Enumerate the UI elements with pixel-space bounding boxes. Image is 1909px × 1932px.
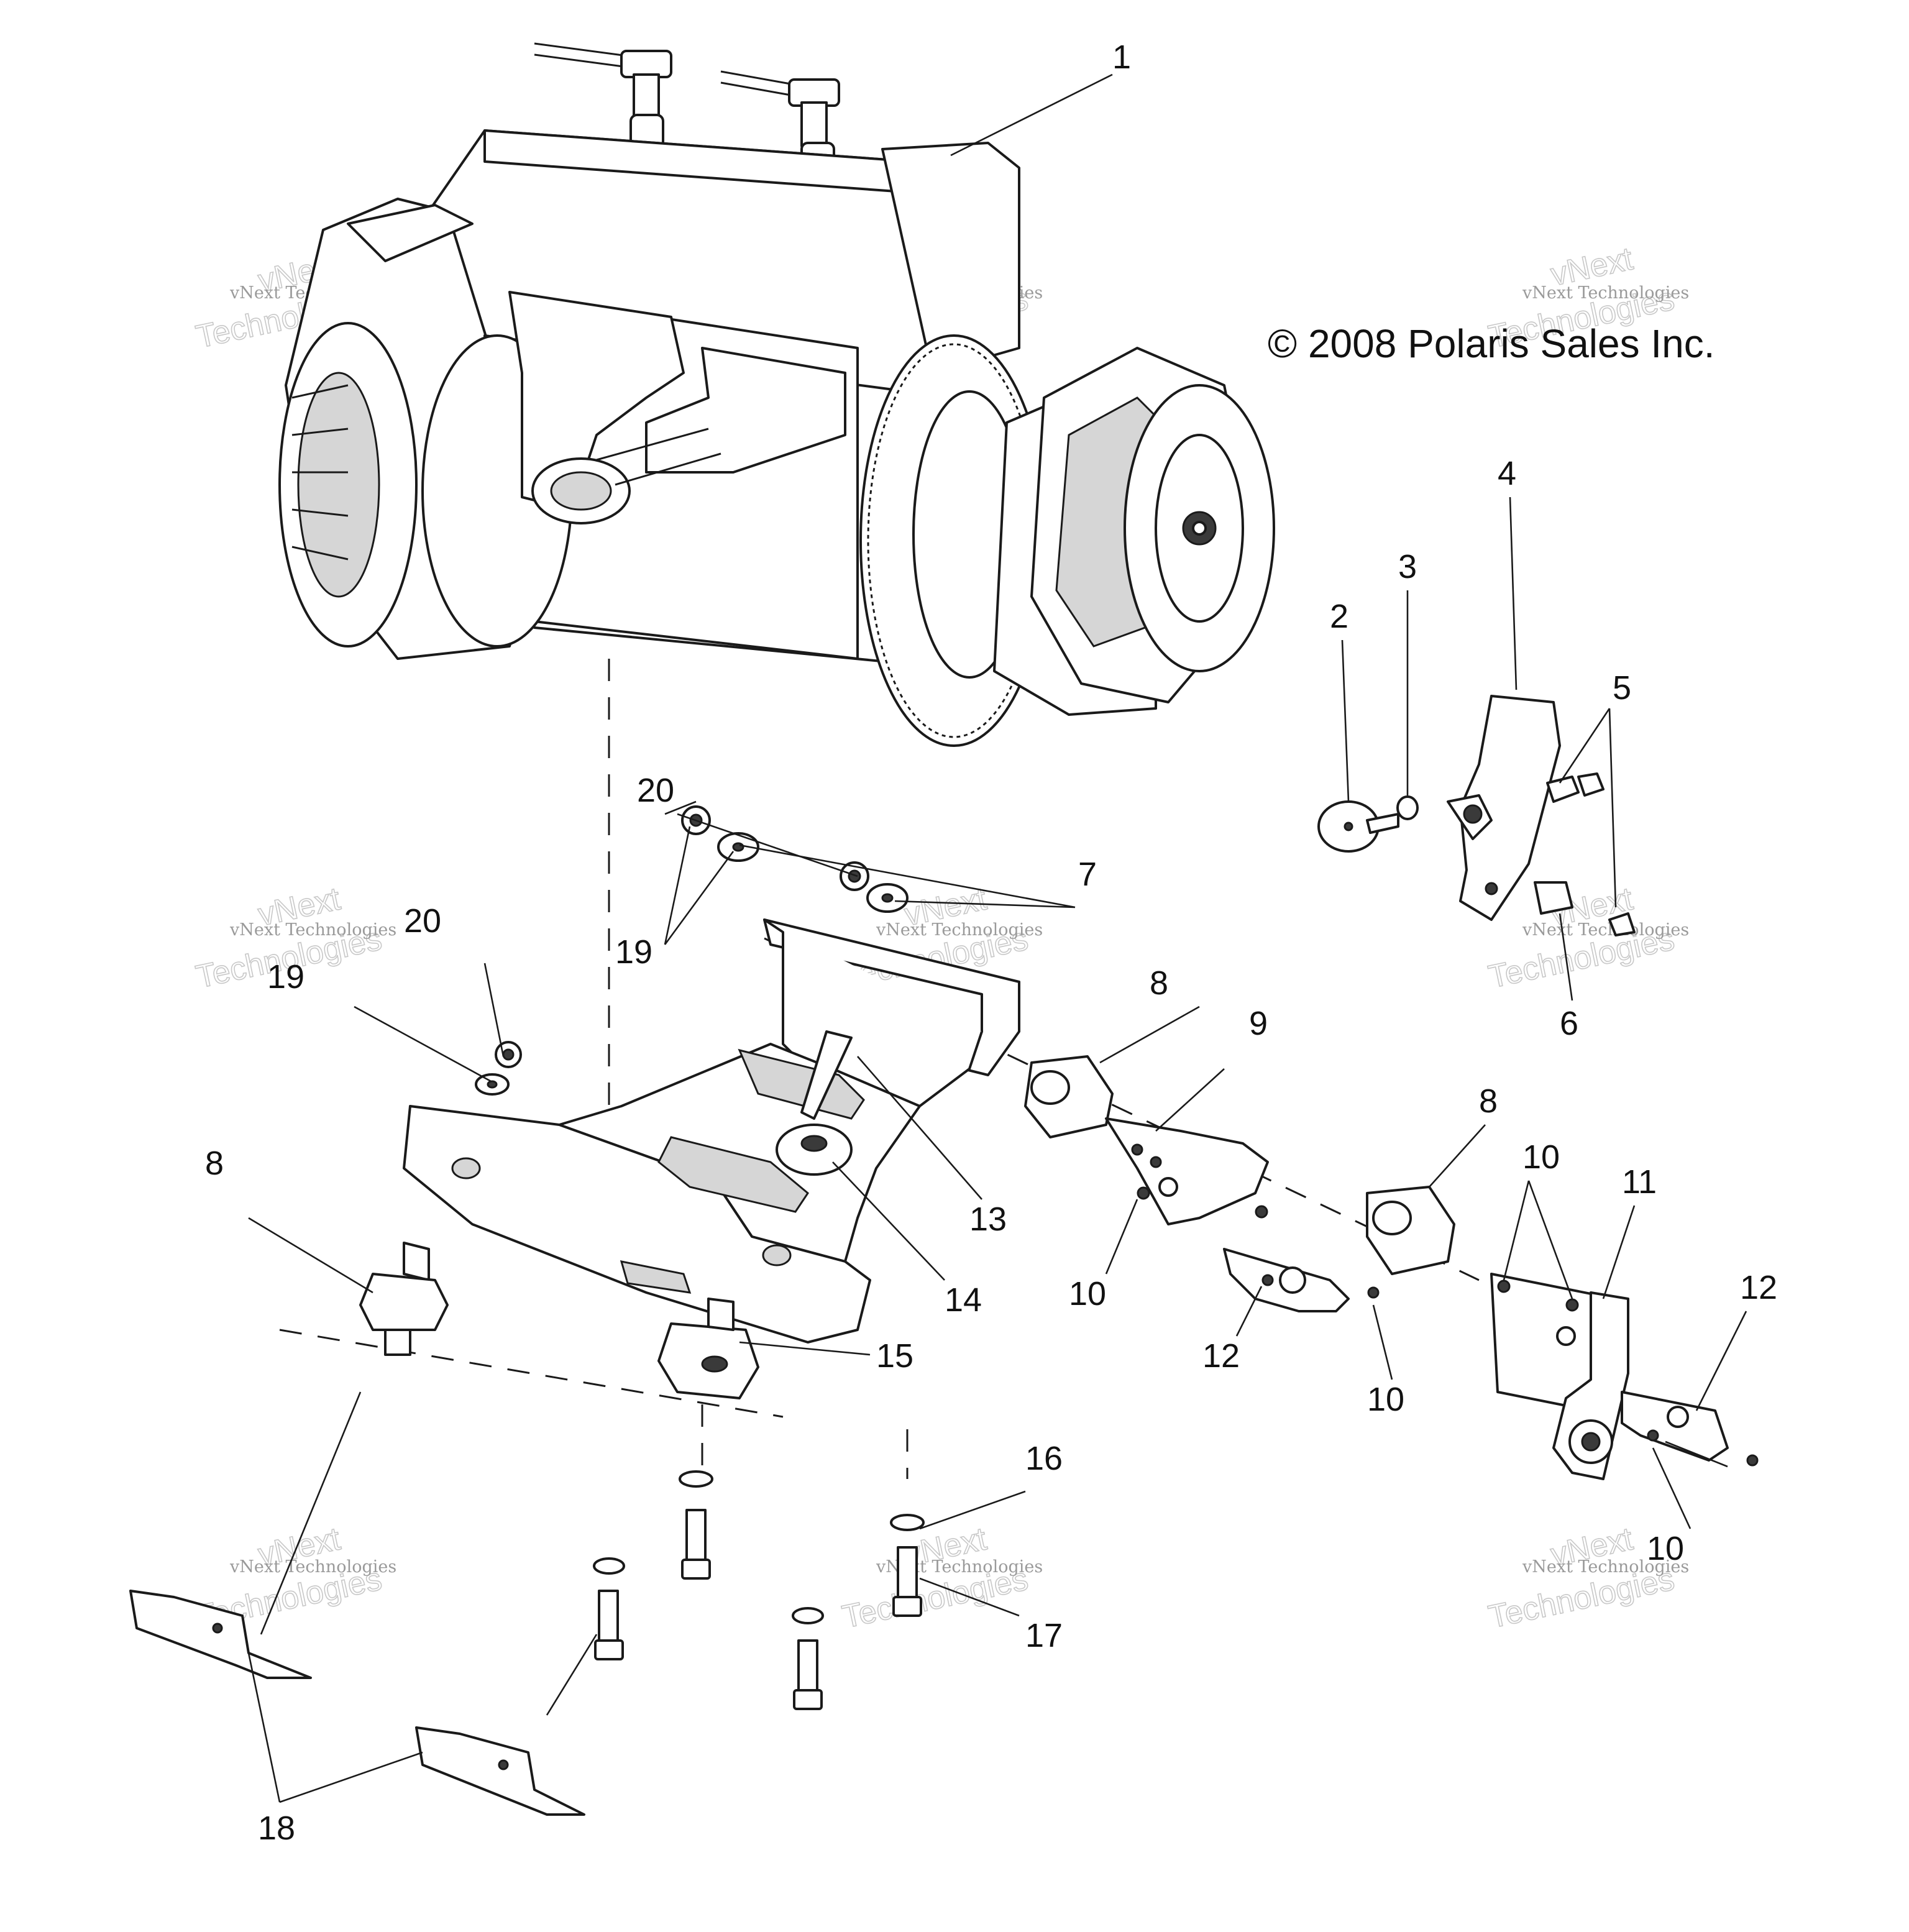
callout-13: 13 <box>969 1201 1007 1238</box>
callout-20-left: 20 <box>404 902 441 940</box>
callout-19-center: 19 <box>615 933 652 971</box>
callout-6: 6 <box>1560 1005 1578 1042</box>
callout-18: 18 <box>258 1810 295 1847</box>
callout-10-c: 10 <box>1367 1381 1404 1418</box>
engine-mount-plate <box>403 918 1020 1344</box>
copyright-text: © 2008 Polaris Sales Inc. <box>1268 321 1715 366</box>
nuts-washers-top <box>475 805 909 1096</box>
callout-17: 17 <box>1025 1617 1063 1654</box>
callout-19-left: 19 <box>267 958 304 996</box>
callout-8-center: 8 <box>1150 964 1168 1002</box>
bottom-bolts <box>593 1470 925 1710</box>
svg-text:vNext Technologies: vNext Technologies <box>1522 920 1689 940</box>
callout-9: 9 <box>1249 1005 1268 1042</box>
callout-3: 3 <box>1398 548 1417 585</box>
skid-plates <box>129 1590 585 1816</box>
callout-11: 11 <box>1622 1163 1657 1201</box>
callout-10-d: 10 <box>1647 1530 1684 1567</box>
callout-20-center: 20 <box>637 772 674 809</box>
isolator-mounts <box>359 1055 1455 1399</box>
callout-1: 1 <box>1112 39 1131 76</box>
callout-2: 2 <box>1330 598 1348 635</box>
leader-lines <box>247 73 1747 1803</box>
callout-8-left: 8 <box>205 1145 224 1182</box>
callout-7: 7 <box>1078 856 1097 893</box>
callout-16: 16 <box>1025 1440 1063 1477</box>
callout-8-right: 8 <box>1479 1083 1498 1120</box>
callout-10-a: 10 <box>1522 1138 1560 1176</box>
callout-12-center: 12 <box>1202 1337 1240 1375</box>
svg-text:vNext Technologies: vNext Technologies <box>229 920 396 940</box>
callout-10-b: 10 <box>1069 1275 1106 1312</box>
callout-14: 14 <box>945 1281 982 1319</box>
callout-4: 4 <box>1498 455 1516 492</box>
bracket-4-assembly <box>1317 695 1636 936</box>
svg-text:vNext Technologies: vNext Technologies <box>1522 1557 1689 1577</box>
callout-12-right: 12 <box>1740 1269 1777 1306</box>
svg-text:vNext Technologies: vNext Technologies <box>876 920 1043 940</box>
watermark-middle-right: Technologies vNext vNext Technologies <box>1485 880 1690 996</box>
callout-15: 15 <box>876 1337 913 1375</box>
engine-assembly <box>278 42 1275 747</box>
bracket-9-12 <box>1105 1117 1380 1312</box>
watermark-bottom-center: Technologies vNext vNext Technologies <box>839 1520 1043 1636</box>
bracket-11-12 <box>1490 1273 1759 1480</box>
callout-labels: 1 2 3 4 5 6 7 8 8 8 9 10 10 10 10 11 12 … <box>205 39 1777 1847</box>
callout-5: 5 <box>1613 669 1631 707</box>
svg-text:vNext Technologies: vNext Technologies <box>229 1557 396 1577</box>
svg-text:vNext Technologies: vNext Technologies <box>1522 283 1689 303</box>
